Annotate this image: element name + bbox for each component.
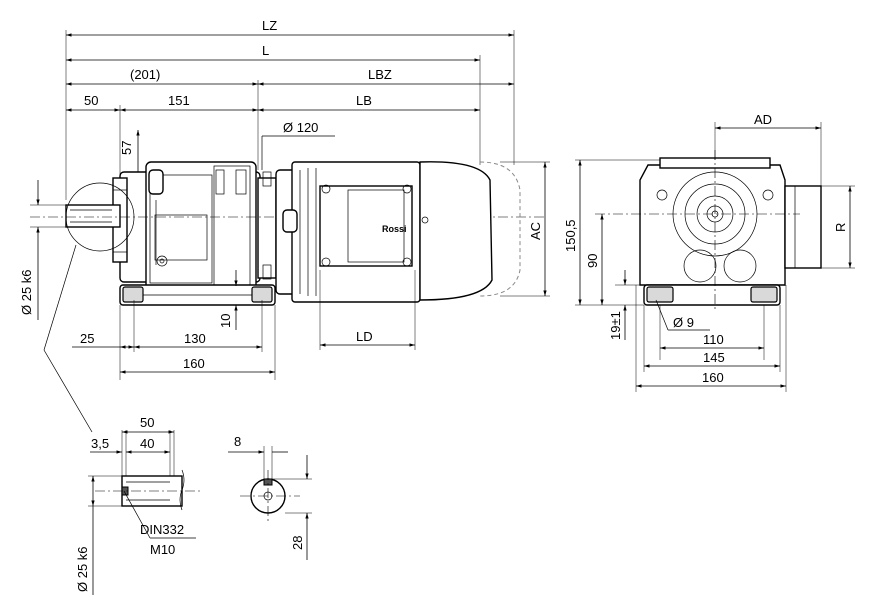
dim-201: (201) <box>130 67 160 82</box>
detail-dim-50: 50 <box>140 415 154 430</box>
dim-150-5: 150,5 <box>563 219 578 252</box>
dim-19: 19±1 <box>608 311 623 340</box>
dim-lb: LB <box>356 93 372 108</box>
side-view: Rossi AD R 150,5 90 19±1 Ø 9 <box>563 112 855 392</box>
dim-lbz: LBZ <box>368 67 392 82</box>
dim-ac: AC <box>528 222 543 240</box>
motor-logo: Rossi <box>382 224 407 234</box>
dim-57: 57 <box>119 141 134 155</box>
detail-m10: M10 <box>150 542 175 557</box>
front-view: LZ L (201) LBZ 50 151 LB 57 Ø 120 <box>19 18 550 380</box>
key-detail: 8 28 <box>228 434 312 560</box>
dim-phi120: Ø 120 <box>283 120 318 135</box>
detail-din: DIN332 <box>140 522 184 537</box>
dim-shaft-dia: Ø 25 k6 <box>19 269 34 315</box>
dim-110: 110 <box>703 332 724 347</box>
dim-160-side: 160 <box>702 370 724 385</box>
detail-dim-3-5: 3,5 <box>91 436 109 451</box>
dim-ad: AD <box>754 112 772 127</box>
dim-90: 90 <box>585 254 600 268</box>
dim-phi9: Ø 9 <box>673 315 694 330</box>
dim-25: 25 <box>80 331 94 346</box>
detail-dim-40: 40 <box>140 436 154 451</box>
dim-151: 151 <box>168 93 190 108</box>
dim-10: 10 <box>218 314 233 328</box>
shaft-detail: 50 40 3,5 DIN332 M10 Ø 25 k6 <box>43 244 200 595</box>
detail-dim-28: 28 <box>290 536 305 550</box>
detail-shaft-dia: Ø 25 k6 <box>75 546 90 592</box>
dim-130: 130 <box>184 331 206 346</box>
dim-145: 145 <box>703 350 725 365</box>
dim-r: R <box>833 223 848 232</box>
dim-50: 50 <box>84 93 98 108</box>
detail-dim-8: 8 <box>234 434 241 449</box>
dim-ld: LD <box>356 329 373 344</box>
dim-l: L <box>262 43 269 58</box>
motor-fins <box>299 168 317 296</box>
dim-lz: LZ <box>262 18 277 33</box>
dim-160: 160 <box>183 356 205 371</box>
